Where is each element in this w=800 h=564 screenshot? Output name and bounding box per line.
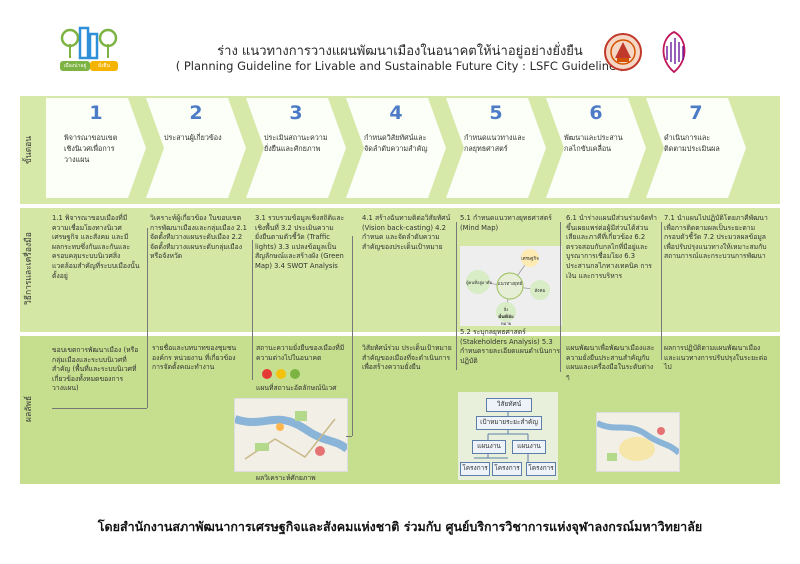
- step-4-number: 4: [389, 102, 403, 124]
- chula-logo-icon: [655, 30, 693, 74]
- step-3-label-text: ประเมินสถานะความยั่งยืนและศักยภาพ: [264, 133, 328, 153]
- step-7-label-text: ดำเนินการและติดตามประเมินผล: [664, 133, 720, 153]
- methods-row: [20, 208, 780, 332]
- step-1-label-text: พิจารณาขอบเขตเชิงนิเวศเพื่อการวางแผน: [64, 133, 118, 164]
- connector-6: [661, 222, 662, 360]
- org-project-c: โครงการ: [526, 462, 556, 476]
- output-3c: ผลวิเคราะห์ศักยภาพ: [256, 474, 316, 482]
- connector-3b: [346, 436, 352, 437]
- traffic-light-green: [290, 369, 300, 379]
- org-project-a: โครงการ: [460, 462, 490, 476]
- step-4-label: กำหนดวิสัยทัศน์และจัดลำดับความสำคัญ: [346, 132, 446, 154]
- step-6-number: 6: [589, 102, 603, 124]
- method-7: 7.1 นำแผนไปปฏิบัติโดยภาคีพัฒนาเพื่อการติ…: [664, 214, 768, 261]
- traffic-light-red: [262, 369, 272, 379]
- method-2: วิเคราะห์ผู้เกี่ยวข้อง ในขอบเขตการพัฒนาเ…: [150, 214, 248, 261]
- connector-5: [560, 222, 561, 372]
- output-6: แผนพัฒนาเพื่อพัฒนาเมืองและความยั่งยืนประ…: [566, 344, 655, 381]
- method-6: 6.1 นำร่างแผนมีส่วนร่วมจัดทำขึ้นเผยแพร่ต…: [566, 214, 657, 280]
- step-5-label: กำหนดแนวทางและกลยุทธศาสตร์: [446, 132, 546, 154]
- mind-map-diagram: แนวทางยุทธ์ เศรษฐกิจ ผู้คนที่อยู่อาศัย ส…: [460, 246, 562, 326]
- step-2-chevron: 2 ประสานผู้เกี่ยวข้อง: [146, 98, 246, 198]
- step-2-label: ประสานผู้เกี่ยวข้อง: [146, 132, 246, 143]
- step-7-label: ดำเนินการและติดตามประเมินผล: [646, 132, 746, 154]
- row-label-outputs: ผลลัพธ์: [24, 395, 34, 423]
- step-2-number: 2: [189, 102, 203, 124]
- output-2: รายชื่อและบทบาทของชุมชน องค์กร หน่วยงาน …: [152, 344, 237, 372]
- logo-text-b: ยั่งยืน: [98, 63, 110, 69]
- mind-node-4: สิ่งแวดล้อม: [498, 307, 514, 319]
- output-4: วิสัยทัศน์ร่วม ประเด็นเป้าหมายสำคัญของเม…: [362, 344, 452, 372]
- traffic-light-yellow: [276, 369, 286, 379]
- step-1-label: พิจารณาขอบเขตเชิงนิเวศเพื่อการวางแผน: [46, 132, 146, 165]
- page-title-thai: ร่าง แนวทางการวางแผนพัฒนาเมืองในอนาคตให้…: [217, 44, 583, 59]
- row-label-methods: วิธีการและเครื่องมือ: [24, 232, 34, 306]
- output-7: ผลการปฏิบัติตามแผนพัฒนาเมืองและแนวทางการ…: [664, 344, 768, 372]
- nesdc-seal-icon: [603, 32, 643, 72]
- output-3b: แผนที่สถานะอัตลักษณ์นิเวศ: [256, 384, 337, 392]
- step-6-chevron: 6 พัฒนาและประสานกลไกขับเคลื่อน: [546, 98, 646, 198]
- output-1: ขอบเขตการพัฒนาเมือง (หรือกลุ่มเมืองและระ…: [52, 346, 139, 393]
- green-map-image: [234, 398, 348, 472]
- step-6-label: พัฒนาและประสานกลไกขับเคลื่อน: [546, 132, 646, 154]
- output-3a: สถานะความยั่งยืนของเมืองที่มีความต่างไปใ…: [256, 344, 345, 362]
- page-title-english: ( Planning Guideline for Livable and Sus…: [175, 59, 625, 73]
- step-3-number: 3: [289, 102, 303, 124]
- method-5: 5.1 กำหนดแนวทางยุทธศาสตร์ (Mind Map): [460, 214, 552, 232]
- step-3-label: ประเมินสถานะความยั่งยืนและศักยภาพ: [246, 132, 346, 154]
- step-3-chevron: 3 ประเมินสถานะความยั่งยืนและศักยภาพ: [246, 98, 346, 198]
- step-4-label-text: กำหนดวิสัยทัศน์และจัดลำดับความสำคัญ: [364, 133, 428, 153]
- method-5b: 5.2 ระบุกลยุทธศาสตร์ (Stakeholders Analy…: [460, 328, 560, 365]
- connector-2: [252, 240, 253, 380]
- org-vision-box: วิสัยทัศน์: [486, 398, 532, 412]
- org-goal-box: เป้าหมายระยะสำคัญ: [476, 416, 542, 430]
- connector-1: [147, 228, 148, 408]
- step-5-number: 5: [489, 102, 503, 124]
- city-logo: เมืองน่าอยู่ ยั่งยืน: [58, 22, 120, 72]
- mind-map-center: แนวทางยุทธ์: [497, 282, 523, 287]
- step-7-chevron: 7 ดำเนินการและติดตามประเมินผล: [646, 98, 746, 198]
- strategy-org-chart: วิสัยทัศน์ เป้าหมายระยะสำคัญ แผนงาน แผนง…: [458, 392, 558, 480]
- org-project-b: โครงการ: [492, 462, 522, 476]
- mind-node-3: สังคม: [534, 289, 546, 294]
- connector-3: [352, 236, 353, 436]
- step-1-chevron: 1 พิจารณาขอบเขตเชิงนิเวศเพื่อการวางแผน: [46, 98, 146, 198]
- footer-credits: โดยสำนักงานสภาพัฒนาการเศรษฐกิจและสังคมแห…: [97, 519, 703, 534]
- row-label-steps: ขั้นตอน: [24, 135, 34, 165]
- org-plan-a: แผนงาน: [472, 440, 506, 454]
- logo-text-a: เมืองน่าอยู่: [63, 63, 87, 69]
- step-7-number: 7: [689, 102, 703, 124]
- method-1: 1.1 พิจารณาขอบเมืองที่มีความเชื่อมโยงทาง…: [52, 214, 140, 280]
- step-6-label-text: พัฒนาและประสานกลไกขับเคลื่อน: [564, 133, 623, 153]
- method-3: 3.1 รวบรวมข้อมูลเชิงสถิติและเชิงพื้นที่ …: [255, 214, 345, 270]
- step-5-label-text: กำหนดแนวทางและกลยุทธศาสตร์: [464, 133, 526, 153]
- step-1-number: 1: [89, 102, 103, 124]
- mind-node-2: ผู้คนที่อยู่อาศัย: [466, 280, 492, 285]
- method-4: 4.1 สร้างฉันทามติต่อวิสัยทัศน์ (Vision b…: [362, 214, 451, 251]
- connector-4: [456, 222, 457, 370]
- mind-node-1: เศรษฐกิจ: [521, 257, 539, 262]
- mind-node-5: พื้นที่เป้าหมาย: [498, 314, 514, 326]
- connector-1b: [52, 408, 147, 409]
- org-plan-b: แผนงาน: [512, 440, 546, 454]
- step-2-label-text: ประสานผู้เกี่ยวข้อง: [164, 133, 222, 142]
- plan-map-image: [596, 412, 680, 472]
- step-5-chevron: 5 กำหนดแนวทางและกลยุทธศาสตร์: [446, 98, 546, 198]
- step-4-chevron: 4 กำหนดวิสัยทัศน์และจัดลำดับความสำคัญ: [346, 98, 446, 198]
